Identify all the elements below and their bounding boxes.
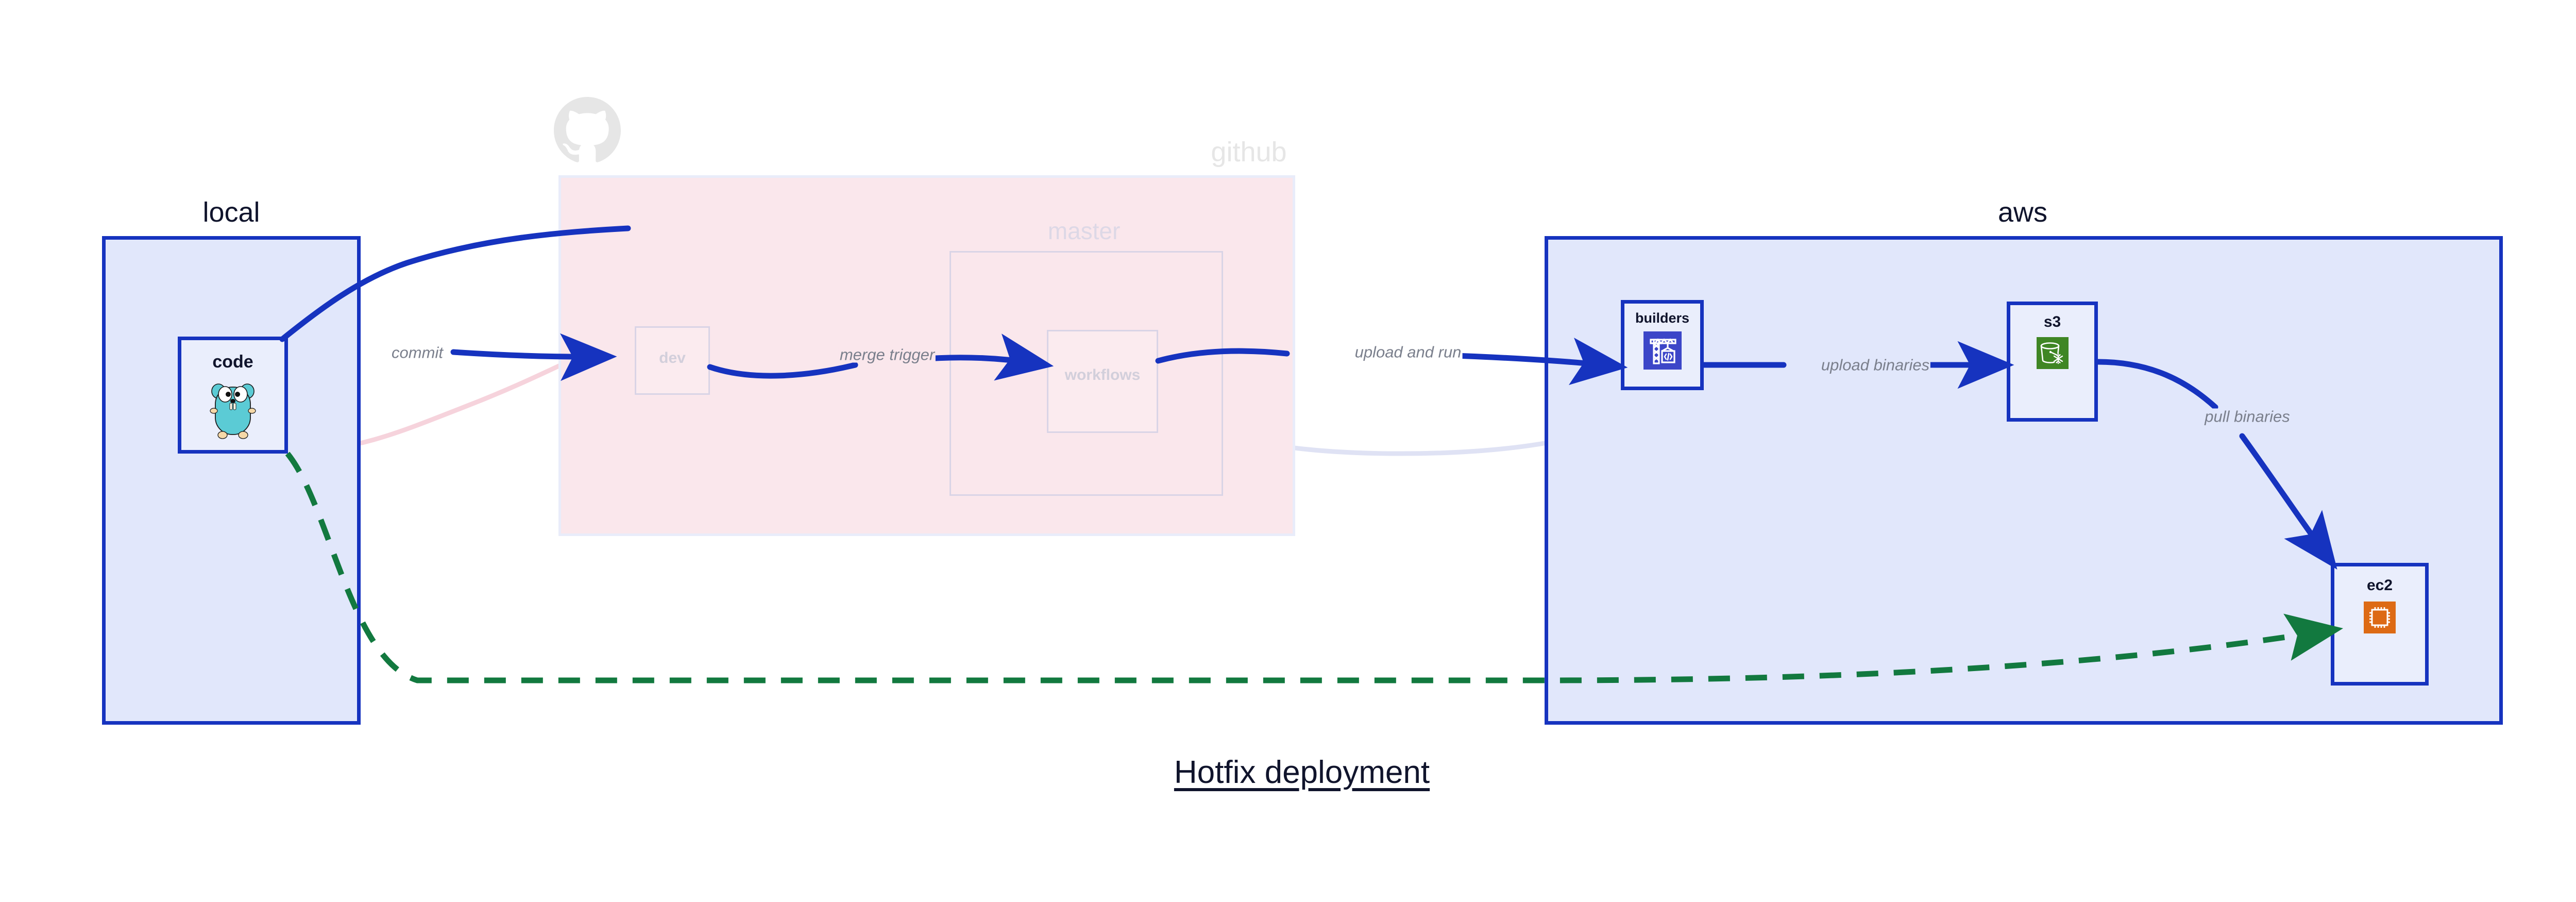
edge-label-upload-and-run: upload and run [1353, 343, 1463, 361]
node-code[interactable]: code [178, 337, 288, 454]
node-ec2-label: ec2 [2366, 577, 2393, 594]
node-s3-label: s3 [2043, 313, 2061, 330]
edge-label-merge-trigger: merge trigger [838, 345, 936, 364]
node-s3[interactable]: s3 [2007, 302, 2098, 422]
node-code-label: code [212, 352, 253, 372]
aws-codebuild-icon [1643, 331, 1682, 372]
edge-label-upload-binaries: upload binaries [1820, 356, 1931, 374]
aws-s3-glacier-icon [2036, 337, 2069, 372]
region-github-label: github [1211, 137, 1287, 168]
aws-ec2-icon [2364, 602, 2396, 636]
go-gopher-icon [206, 380, 260, 443]
node-dev-label: dev [659, 349, 686, 366]
github-octocat-icon [554, 97, 621, 164]
group-master-label: master [1047, 218, 1121, 244]
region-local-label: local [202, 197, 260, 228]
edge-label-commit: commit [391, 343, 444, 362]
node-builders[interactable]: builders [1621, 300, 1704, 390]
node-ec2[interactable]: ec2 [2331, 563, 2429, 686]
node-dev[interactable]: dev [635, 326, 710, 395]
page-title: Hotfix deployment [1174, 755, 1430, 790]
edge-label-pull-binaries: pull binaries [2204, 407, 2291, 426]
node-workflows-label: workflows [1064, 366, 1141, 383]
node-workflows[interactable]: workflows [1047, 330, 1158, 433]
node-builders-label: builders [1635, 310, 1690, 326]
region-aws-label: aws [1997, 197, 2048, 228]
region-local [102, 236, 361, 725]
